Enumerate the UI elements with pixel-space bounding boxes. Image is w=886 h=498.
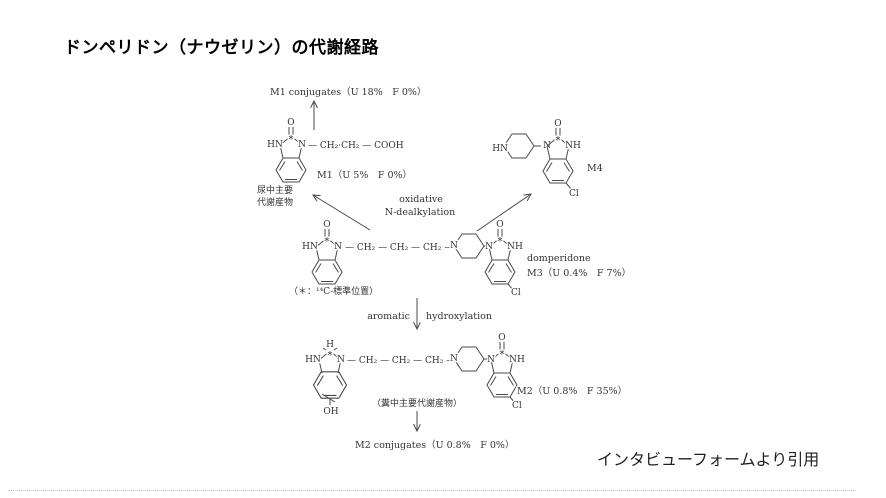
aromatic-label: aromatic [367, 311, 410, 322]
urinary-metabolite-note-line2: 代謝産物 [257, 196, 293, 208]
urinary-metabolite-note-line1: 尿中主要 [257, 184, 293, 196]
m1-structure: O * HN N — CH₂·CH₂ — COOH [266, 117, 405, 183]
nitrogen-label: N [487, 355, 495, 365]
domperidone-label: domperidone [527, 253, 591, 264]
nitrogen-label: N [485, 242, 493, 252]
m4-label: M4 [587, 163, 603, 174]
piperidine-ring [453, 346, 485, 372]
nitrogen-label: N [334, 242, 342, 252]
propyl-chain: — CH₂ — CH₂ — CH₂ — [347, 356, 455, 366]
chlorine-label: Cl [512, 401, 522, 411]
nitrogen-label: N [337, 355, 345, 365]
isotope-star: * [500, 350, 505, 361]
hydroxyl-label: OH [323, 407, 338, 417]
isotope-star: * [325, 237, 330, 248]
oxygen-label: O [287, 118, 294, 128]
h-label: H [326, 340, 334, 350]
isotope-star: * [498, 237, 503, 248]
chlorine-label: Cl [511, 288, 521, 298]
page-title: ドンペリドン（ナウゼリン）の代謝経路 [64, 38, 379, 57]
isotope-position-note: （＊：¹⁴C-標準位置） [289, 285, 378, 297]
m4-structure: HN N O * NH Cl [491, 118, 582, 201]
arrow-to-m4 [476, 194, 531, 232]
hn-label: HN [302, 242, 318, 252]
nitrogen-label: N [450, 241, 458, 251]
benzene-ring [484, 259, 516, 285]
n-dealkylation-label: N-dealkylation [385, 207, 455, 218]
domperidone-structure: O * HN N — CH₂ — CH₂ — CH₂ — N N O * NH … [301, 219, 524, 300]
isotope-star: * [556, 136, 561, 147]
hydroxylation-label: hydroxylation [426, 311, 492, 322]
nitrogen-label: N [450, 354, 458, 364]
isotope-star: * [289, 135, 294, 146]
oxidative-label: oxidative [399, 194, 443, 205]
m3-label: M3（U 0.4% F 7%） [527, 267, 631, 279]
benzene-ring [312, 371, 348, 399]
arrow-to-m1 [313, 195, 371, 231]
isotope-star: * [328, 351, 333, 362]
oxygen-label: O [498, 333, 505, 343]
propyl-chain: — CH₂ — CH₂ — CH₂ — [345, 243, 453, 253]
oxygen-label: O [496, 220, 503, 230]
m2-label: M2（U 0.8% F 35%） [517, 385, 627, 397]
oxygen-label: O [323, 220, 330, 230]
chlorine-label: Cl [569, 189, 579, 199]
hn-label: HN [267, 140, 283, 150]
m2-conjugates-label: M2 conjugates（U 0.8% F 0%） [355, 439, 514, 451]
m1-label: M1（U 5% F 0%） [317, 169, 412, 181]
hn-label: HN [305, 355, 321, 365]
nitrogen-label: N [298, 140, 306, 150]
benzene-ring [275, 157, 307, 183]
benzene-ring [486, 372, 518, 398]
piperidine-ring [453, 233, 485, 259]
nh-label: NH [507, 242, 523, 252]
m1-conjugates-label: M1 conjugates（U 18% F 0%） [270, 86, 426, 98]
nh-label: NH [509, 355, 525, 365]
fecal-metabolite-note: （糞中主要代謝産物） [372, 397, 462, 409]
hn-label: HN [492, 144, 508, 154]
benzene-ring [542, 158, 574, 184]
bottom-divider [8, 490, 856, 491]
citation: インタビューフォームより引用 [597, 452, 820, 469]
piperidine-ring [503, 133, 535, 159]
oxygen-label: O [554, 119, 561, 129]
m1-side-chain: — CH₂·CH₂ — COOH [308, 141, 404, 151]
nh-label: NH [565, 141, 581, 151]
benzene-ring [311, 259, 343, 285]
m2-structure: H * HN N OH — CH₂ — CH₂ — CH₂ — N N O * … [304, 332, 526, 419]
